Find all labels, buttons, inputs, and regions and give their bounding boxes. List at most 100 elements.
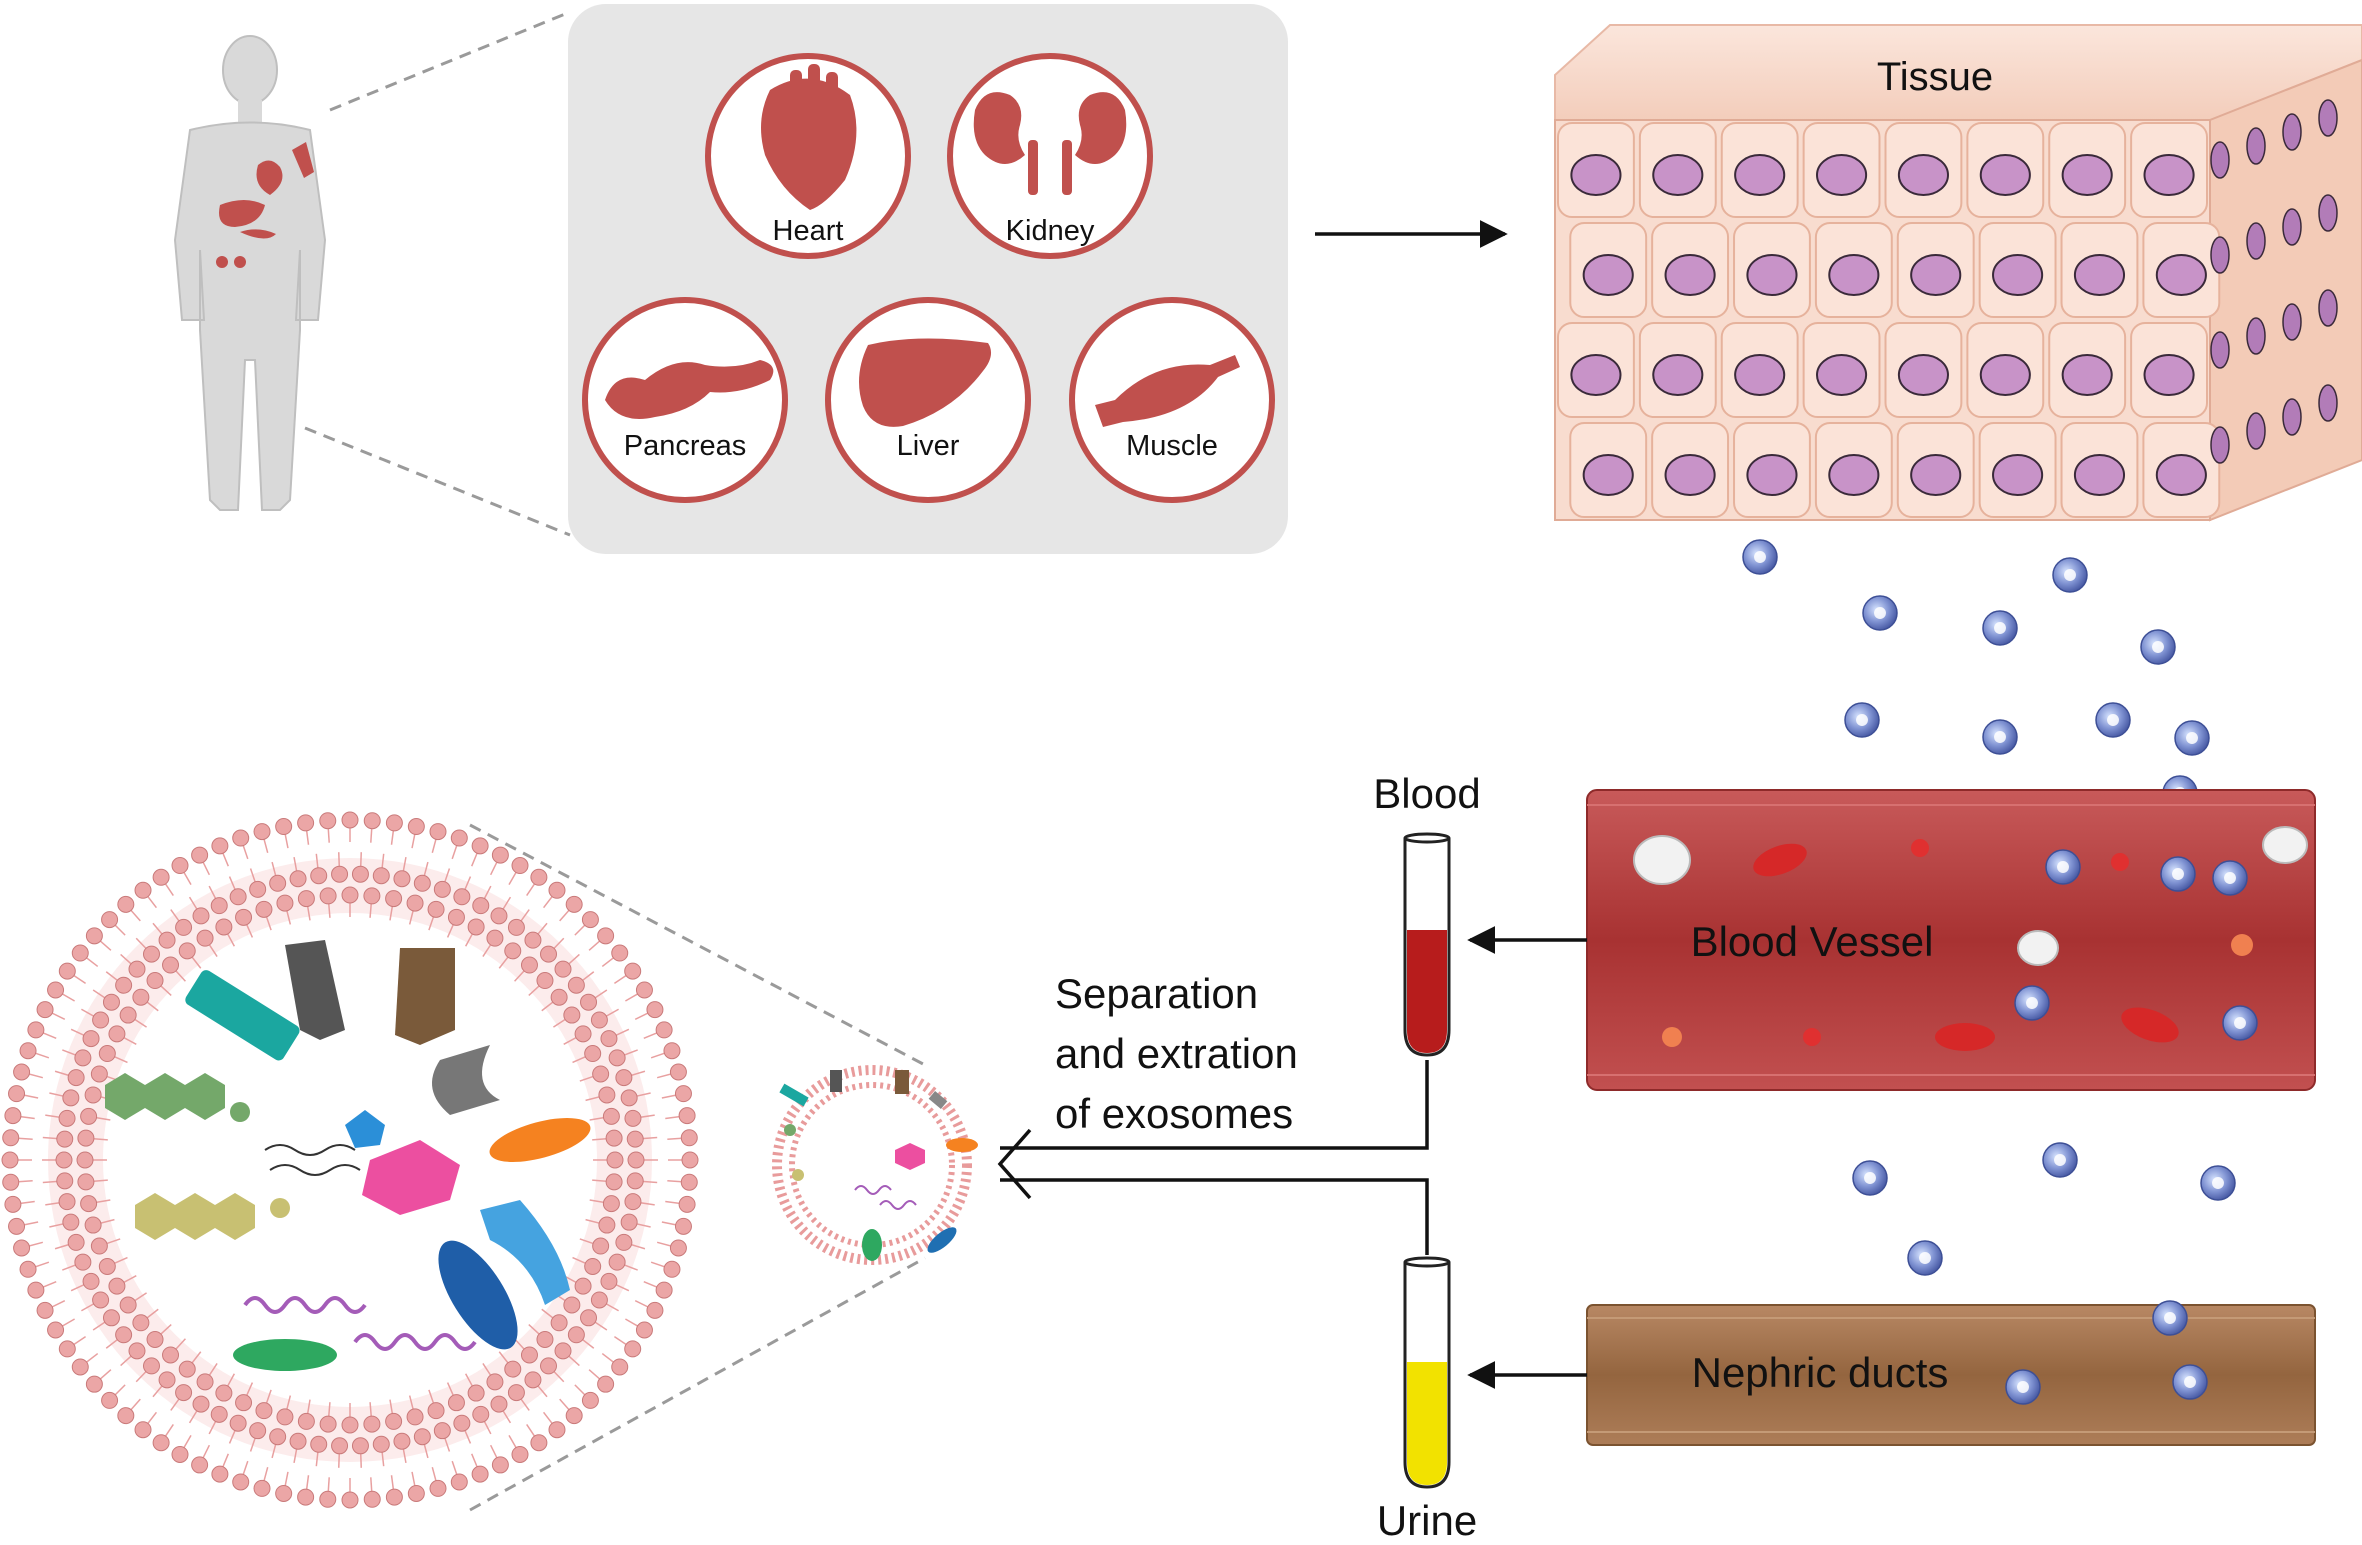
- lipid-head: [196, 1373, 214, 1391]
- kidney-label: Kidney: [1006, 215, 1095, 247]
- lipid-head: [598, 1086, 616, 1104]
- lipid-head: [626, 1172, 644, 1190]
- cell-nucleus: [1828, 254, 1880, 296]
- lipid-head: [678, 1107, 696, 1125]
- lipid-head: [76, 1151, 94, 1169]
- lipid-head: [351, 1437, 369, 1455]
- lipid-head: [624, 962, 642, 980]
- liver-label: Liver: [897, 430, 960, 462]
- lipid-head: [319, 1490, 337, 1508]
- lipid-head: [152, 868, 170, 886]
- cell-nucleus: [1828, 454, 1880, 496]
- lipid-head: [467, 918, 485, 936]
- exosome-core: [2234, 1017, 2246, 1029]
- lipid-head: [606, 1151, 624, 1169]
- exosome-core: [2212, 1177, 2224, 1189]
- cell-nucleus: [2155, 254, 2207, 296]
- lipid-head: [507, 918, 525, 936]
- lipid-head: [276, 894, 294, 912]
- lipid-head: [602, 1195, 620, 1213]
- cell-nucleus: [1734, 354, 1786, 396]
- exosome-core: [2017, 1381, 2029, 1393]
- lipid-head: [80, 1107, 98, 1125]
- lipid-head: [146, 972, 164, 990]
- cell-nucleus: [2073, 254, 2126, 296]
- lipid-head: [511, 857, 529, 875]
- lipid-head: [341, 886, 359, 904]
- lipid-head: [210, 1405, 228, 1423]
- lipid-head: [450, 829, 468, 847]
- lipid-head: [297, 1488, 315, 1506]
- lipid-head: [58, 962, 76, 980]
- lipid-head: [620, 1213, 638, 1231]
- lipid-head: [4, 1107, 22, 1125]
- protein-cargo: [438, 1240, 518, 1350]
- lipid-head: [84, 1216, 102, 1234]
- lipid-head: [429, 823, 447, 841]
- lipid-head: [605, 1173, 623, 1191]
- lipid-head: [249, 1422, 267, 1440]
- lipid-head: [191, 846, 209, 864]
- lipid-head: [472, 1405, 490, 1423]
- lipid-head: [611, 1358, 629, 1376]
- lipid-head: [341, 1491, 359, 1509]
- cell-nucleus: [1816, 154, 1868, 196]
- platelet: [1911, 839, 1929, 857]
- heart-label: Heart: [773, 215, 844, 247]
- lipid-head: [674, 1085, 692, 1103]
- lipid-bilayer-membrane: [1, 811, 699, 1509]
- lipid-head: [520, 1346, 538, 1364]
- lipid-head: [269, 1428, 287, 1446]
- lipid-head: [646, 1301, 664, 1319]
- exosome-zoom-line-bottom: [469, 1256, 926, 1512]
- cell-nucleus: [2210, 236, 2230, 274]
- lipid-head: [175, 1384, 193, 1402]
- lipid-head: [171, 857, 189, 875]
- platelet: [2231, 934, 2253, 956]
- steroid-cargo-green: [105, 1073, 250, 1122]
- cell-nucleus: [1979, 154, 2031, 196]
- lipid-head: [162, 1346, 180, 1364]
- lipid-head: [655, 1281, 673, 1299]
- lipid-head: [627, 1151, 645, 1169]
- pancreas-organ: Pancreas: [582, 297, 788, 503]
- lipid-head: [235, 908, 253, 926]
- lipid-head: [592, 1065, 610, 1083]
- pancreas-icon: [605, 360, 774, 419]
- cell-nucleus: [2155, 454, 2207, 496]
- lipid-head: [592, 1237, 610, 1255]
- lipid-head: [536, 972, 554, 990]
- lipid-head: [13, 1063, 31, 1081]
- lipid-head: [275, 1484, 293, 1502]
- lipid-head: [2, 1173, 20, 1191]
- lipid-head: [77, 1173, 95, 1191]
- lipid-head: [447, 1394, 465, 1412]
- lipid-head: [433, 1422, 451, 1440]
- lipid-head: [669, 1239, 687, 1257]
- lipid-head: [2, 1129, 20, 1147]
- exosome-core: [2186, 732, 2198, 744]
- lipid-head: [253, 823, 271, 841]
- lipid-head: [600, 1272, 618, 1290]
- small-molecule-cargo: [345, 1110, 385, 1148]
- lipid-head: [407, 818, 425, 836]
- cell-nucleus: [1746, 454, 1798, 496]
- process-line-1: Separation: [1055, 970, 1258, 1017]
- lipid-head: [90, 1065, 108, 1083]
- lipid-head: [635, 1321, 653, 1339]
- lipid-head: [372, 867, 390, 885]
- lipid-head: [215, 918, 233, 936]
- lipid-head: [255, 1402, 273, 1420]
- lipid-head: [680, 1129, 698, 1147]
- pancreas-label: Pancreas: [624, 430, 747, 462]
- lipid-head: [319, 1415, 337, 1433]
- lipid-head: [385, 814, 403, 832]
- lipid-head: [108, 1025, 126, 1043]
- lipid-head: [393, 870, 411, 888]
- lipid-head: [275, 818, 293, 836]
- small-exosome: [772, 1065, 978, 1265]
- red-blood-cell: [1935, 1023, 1995, 1051]
- rna-cargo: [233, 1339, 337, 1371]
- red-blood-cell: [2121, 1007, 2179, 1043]
- lipid-head: [1, 1151, 19, 1169]
